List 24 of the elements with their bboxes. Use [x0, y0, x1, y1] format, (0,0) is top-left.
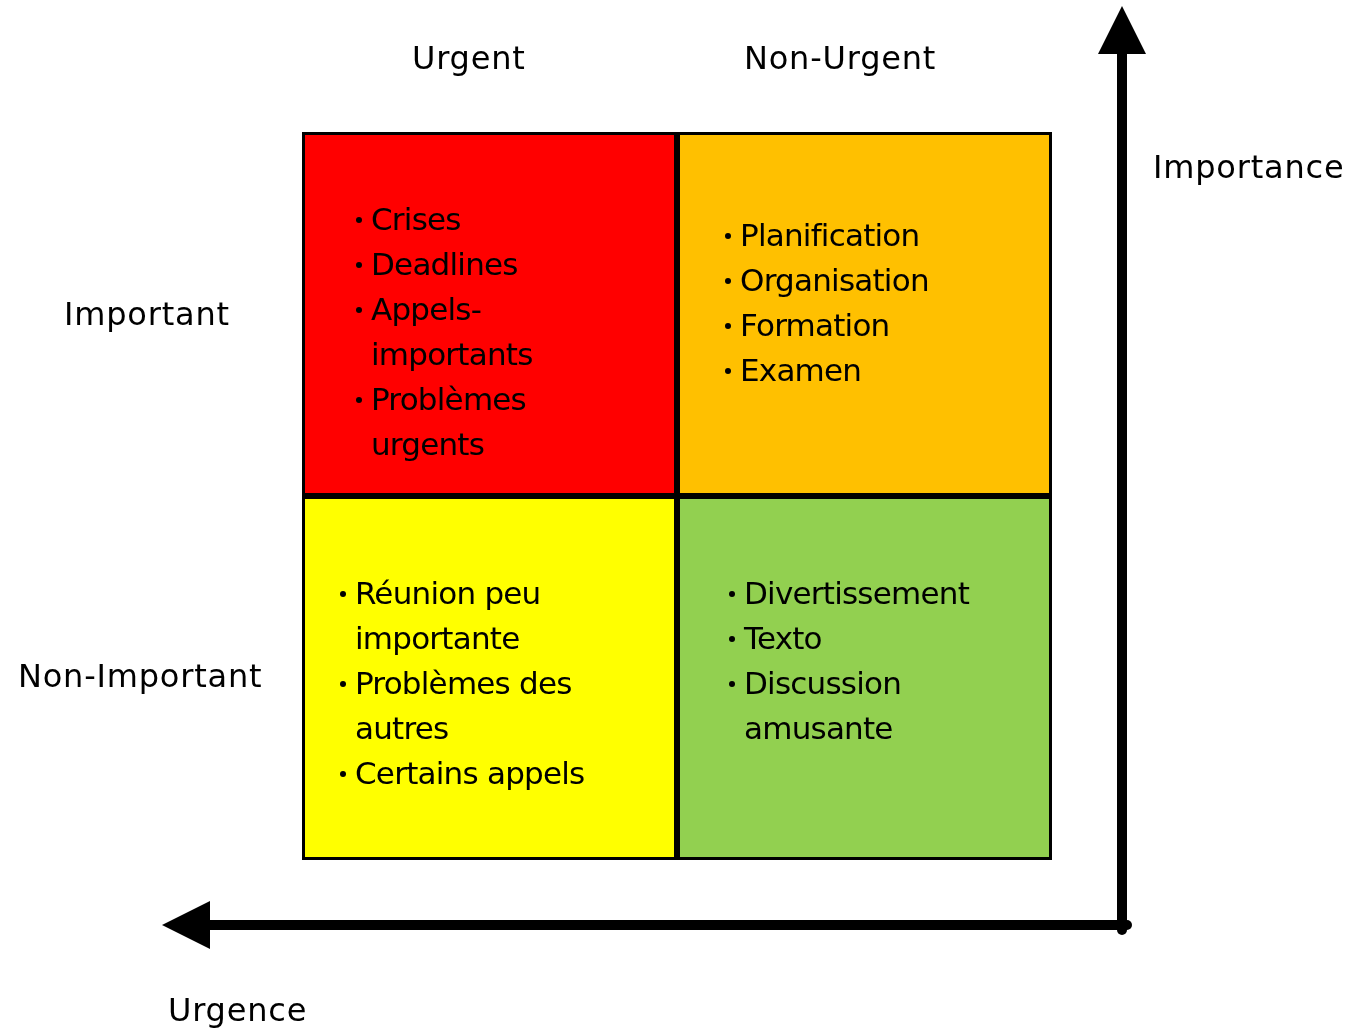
- bullet-item: Organisation: [722, 258, 1042, 303]
- axis-label: Important: [64, 294, 230, 335]
- quadrant-box: [677, 496, 1052, 860]
- bullet-item: Deadlines: [353, 242, 543, 287]
- bullet-item: Réunion peu importante: [337, 571, 667, 661]
- axis-label: Importance: [1153, 147, 1345, 188]
- bullet-item: Divertissement: [726, 571, 1046, 616]
- quadrant-box: [302, 132, 677, 496]
- axis-label: Urgence: [168, 990, 308, 1031]
- bullet-item: Formation: [722, 303, 1042, 348]
- bullet-item: Problèmes des autres: [337, 661, 667, 751]
- bullet-item: Problèmes urgents: [353, 377, 543, 467]
- axis-label: Urgent: [412, 38, 526, 79]
- bullet-item: Crises: [353, 197, 543, 242]
- quadrant-box: [302, 496, 677, 860]
- quadrant-box: [677, 132, 1052, 496]
- bullet-item: Examen: [722, 348, 1042, 393]
- bullet-item: Certains appels: [337, 751, 667, 796]
- bullet-item: Texto: [726, 616, 1046, 661]
- bullet-item: Planification: [722, 213, 1042, 258]
- bullet-item: Discussion amusante: [726, 661, 1046, 751]
- bullet-item: Appels-importants: [353, 287, 543, 377]
- axis-label: Non-Urgent: [744, 38, 937, 79]
- axis-label: Non-Important: [18, 656, 263, 697]
